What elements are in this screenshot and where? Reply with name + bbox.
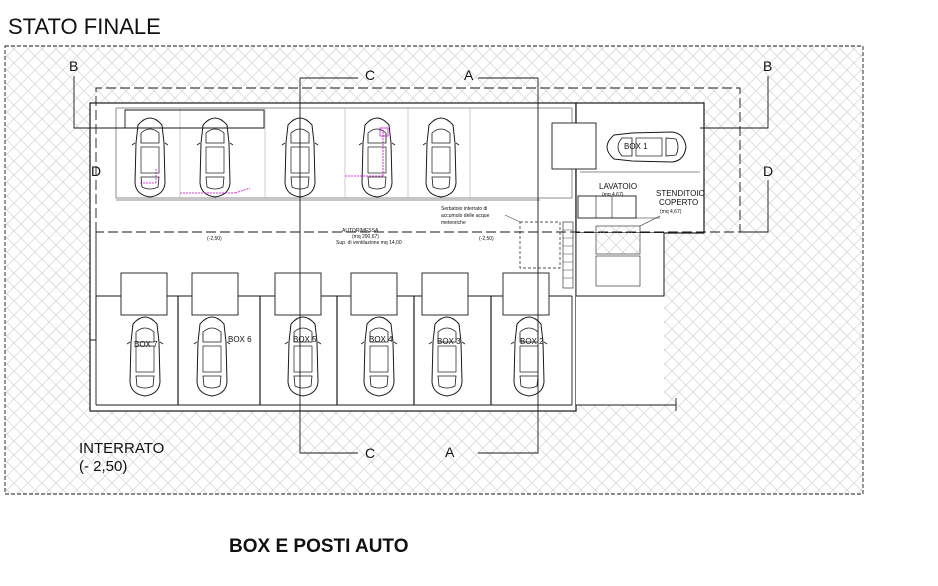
- annotation-marks: [140, 127, 389, 194]
- section-mark-c-top: C: [365, 67, 375, 83]
- level-right: (-2,50): [479, 236, 494, 242]
- box-4-label: BOX 4: [369, 335, 393, 344]
- section-mark-a-top: A: [464, 67, 474, 83]
- rainwater-tank: [504, 214, 561, 269]
- box-1: [551, 122, 700, 173]
- tank-note-1: Serbatoio interrato di: [441, 206, 487, 212]
- box-row: [95, 272, 573, 406]
- section-mark-d-right: D: [763, 163, 773, 179]
- box-1-label: BOX 1: [624, 142, 648, 151]
- autorimessa-area: (mq 290,67): [352, 234, 379, 240]
- box-2-label: BOX 2: [520, 337, 544, 346]
- page-title: STATO FINALE: [8, 14, 161, 39]
- stenditoio-sub: COPERTO: [659, 198, 698, 207]
- service-rooms: [577, 195, 661, 287]
- building-footprint: [89, 102, 705, 412]
- section-lines: [73, 76, 769, 454]
- lavatoio-area: (mq 4,67): [602, 192, 624, 198]
- level-name: INTERRATO: [79, 440, 164, 457]
- box-5-label: BOX 5: [293, 335, 317, 344]
- section-mark-d-left: D: [91, 163, 101, 179]
- stenditoio-area: (mq 4,67): [660, 209, 682, 215]
- tank-note-2: accumulo delle acque: [441, 213, 490, 219]
- lavatoio-label: LAVATOIO: [599, 182, 637, 191]
- autorimessa-label: AUTORIMESSA: [342, 228, 379, 234]
- section-mark-c-bottom: C: [365, 445, 375, 461]
- drawing-caption: BOX E POSTI AUTO: [229, 536, 408, 557]
- level-left: (-2,50): [207, 236, 222, 242]
- stenditoio-label: STENDITOIO: [656, 189, 705, 198]
- level-elevation: (- 2,50): [79, 458, 127, 475]
- box-6-label: BOX 6: [228, 335, 252, 344]
- section-mark-a-bottom: A: [445, 444, 455, 460]
- box-7-label: BOX 7: [134, 340, 158, 349]
- ventilation-grille: [562, 221, 574, 289]
- section-mark-b-right: B: [763, 58, 772, 74]
- section-mark-b-left: B: [69, 58, 78, 74]
- tank-note-3: meteoriche: [441, 220, 466, 226]
- ventilation-label: Sup. di ventilazione mq 14,00: [336, 240, 402, 246]
- box-3-label: BOX 3: [437, 337, 461, 346]
